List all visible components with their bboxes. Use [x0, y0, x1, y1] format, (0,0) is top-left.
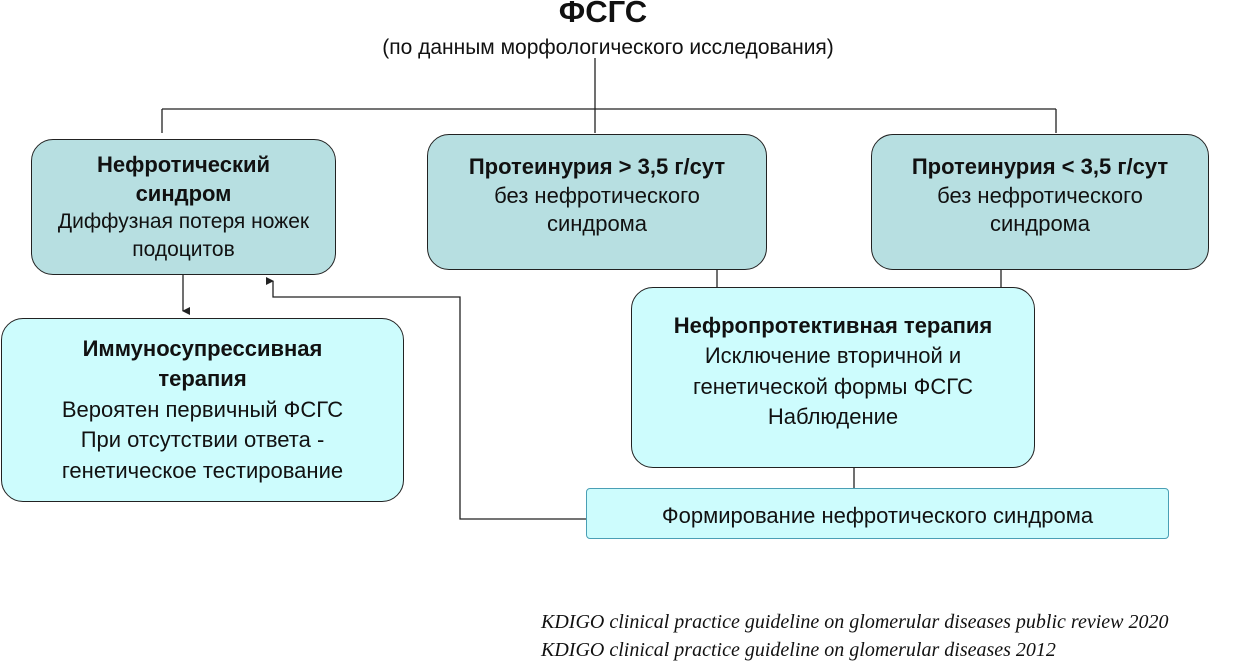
node-immuno-title-1: Иммуносупрессивная [82, 336, 323, 362]
reference-2: KDIGO clinical practice guideline on glo… [541, 639, 1056, 661]
node-proteinuria-low-title: Протеинурия < 3,5 г/сут [911, 154, 1169, 180]
node-formation-text: Формирование нефротического синдрома [661, 503, 1094, 529]
node-nephrotic-text-2: подоцитов [132, 237, 235, 261]
node-nephroprotect-text-1: Исключение вторичной и [704, 343, 962, 369]
node-nephrotic-title-2: синдром [135, 180, 232, 206]
node-proteinuria-high-title: Протеинурия > 3,5 г/сут [468, 154, 726, 180]
node-immuno-text-1: Вероятен первичный ФСГС [61, 396, 344, 422]
node-nephroprotect-text-2: генетической формы ФСГС [692, 373, 974, 399]
node-nephrotic-formation: Формирование нефротического синдрома [586, 488, 1169, 539]
node-immuno-text-2: При отсутствии ответа - [80, 427, 325, 453]
references: KDIGO clinical practice guideline on glo… [541, 608, 1168, 664]
node-nephroprotect-text-3: Наблюдение [767, 403, 899, 429]
node-proteinuria-low-text-1: без нефротического [937, 182, 1143, 208]
node-nephroprotect-title: Нефропротективная терапия [673, 312, 993, 338]
node-nephrotic-text-1: Диффузная потеря ножек [57, 210, 310, 234]
node-proteinuria-low-text-2: синдрома [989, 211, 1091, 237]
node-proteinuria-high: Протеинурия > 3,5 г/сут без нефротическо… [427, 134, 767, 270]
node-nephrotic-syndrome: Нефротический синдром Диффузная потеря н… [31, 139, 336, 275]
diagram-subtitle: (по данным морфологического исследования… [382, 36, 834, 59]
node-immuno-title-2: терапия [158, 366, 247, 392]
node-immuno-text-3: генетическое тестирование [61, 457, 344, 483]
reference-1: KDIGO clinical practice guideline on glo… [541, 611, 1169, 633]
node-proteinuria-low: Протеинурия < 3,5 г/сут без нефротическо… [871, 134, 1209, 270]
node-immunosuppressive-therapy: Иммуносупрессивная терапия Вероятен перв… [1, 318, 404, 502]
node-proteinuria-high-text-1: без нефротического [494, 182, 700, 208]
node-nephrotic-title-1: Нефротический [96, 152, 270, 178]
node-proteinuria-high-text-2: синдрома [546, 211, 648, 237]
arrow-formation-to-nephrotic [266, 277, 586, 520]
diagram-title: ФСГС [558, 0, 648, 29]
node-nephroprotective-therapy: Нефропротективная терапия Исключение вто… [631, 287, 1035, 468]
